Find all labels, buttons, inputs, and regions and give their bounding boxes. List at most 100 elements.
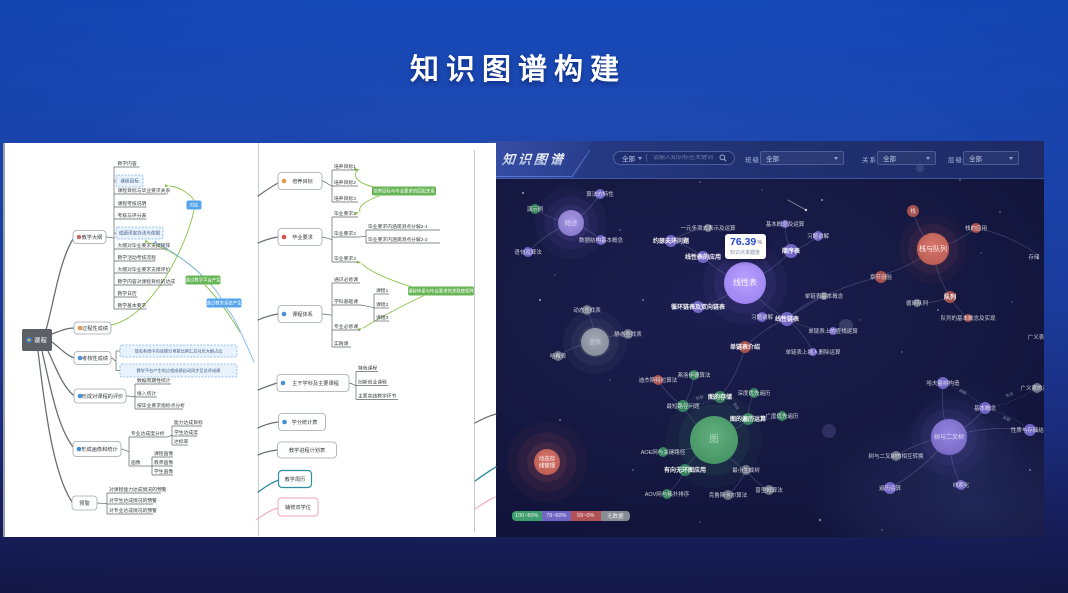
graph-node[interactable]: 栈与队列: [899, 215, 967, 283]
graph-node[interactable]: 静态查找表: [614, 329, 642, 339]
graph-node: 广义表: [1028, 333, 1044, 341]
graph-node[interactable]: 算法的特性: [586, 189, 614, 199]
search-input[interactable]: [647, 155, 719, 161]
graph-node[interactable]: 习题讲解: [807, 231, 830, 241]
mindmap-relation-tag: 对应: [186, 200, 202, 210]
graph-node[interactable]: 队列的基本概念及实现: [940, 314, 996, 322]
graph-node[interactable]: 动态查找表: [573, 305, 601, 315]
mindmap-branch-node: 学分统计表: [278, 413, 326, 431]
mindmap-subtopic-label: 课程画像: [154, 450, 173, 457]
graph-node[interactable]: 哈夫曼树构造: [926, 377, 960, 389]
mindmap-branch-node: 教学大纲: [72, 230, 107, 244]
chevron-down-icon: [834, 156, 838, 160]
graph-node-label: 习题讲解: [807, 232, 830, 240]
graph-node-label: 语句及算法: [514, 248, 542, 256]
graph-node[interactable]: 广度优先遍历: [765, 411, 799, 421]
graph-node[interactable]: 循环链表及双向链表: [671, 301, 726, 313]
graph-node[interactable]: 线性表: [703, 241, 787, 325]
graph-node[interactable]: 数据结构基本概念: [579, 235, 624, 245]
edge-relation-label: 包含: [1004, 390, 1014, 399]
graph-node[interactable]: 弗洛伊德算法: [677, 370, 711, 380]
filter-dropdown-class[interactable]: 全部: [760, 151, 844, 165]
graph-node[interactable]: 树与二叉树的相互转换: [868, 451, 924, 461]
graph-node[interactable]: 语句及算法: [514, 247, 542, 257]
mindmap-subtopic-label: 达标率: [174, 438, 189, 445]
graph-node[interactable]: 图的遍历运算: [730, 413, 766, 425]
mindmap-subtopic-label: 培养目标3: [334, 195, 356, 202]
graph-node[interactable]: 广义表的基本: [1020, 383, 1044, 393]
graph-node[interactable]: 循环队列: [906, 299, 929, 307]
graph-node[interactable]: 迪杰斯特拉算法: [639, 375, 678, 385]
search-scope-dropdown[interactable]: 全部: [614, 153, 646, 163]
legend-segment-red[interactable]: 59~0%: [571, 511, 601, 521]
mindmap-root-label: 课程: [34, 336, 47, 344]
graph-node[interactable]: 克鲁斯卡尔算法: [709, 490, 748, 500]
mindmap-highlighted-topic: 现有系统中的成绩分项按比例汇总对应大纲占比: [119, 344, 238, 358]
edge-relation-label: 关联: [695, 393, 704, 401]
graph-node-label: 顺序表: [782, 247, 801, 255]
graph-node[interactable]: 普里姆算法: [755, 485, 783, 495]
legend-segment-gray[interactable]: 无数据: [600, 511, 630, 521]
filter-label-class: 班级: [745, 157, 760, 164]
graph-node[interactable]: 基本概念及运算: [766, 220, 805, 228]
graph-node[interactable]: 深度优先遍历: [737, 388, 771, 398]
graph-node[interactable]: 最小生成树: [732, 465, 760, 475]
graph-node-label: 队列的基本概念及实现: [940, 314, 996, 322]
filter-dropdown-level[interactable]: 全部: [963, 151, 1019, 165]
graph-node[interactable]: 栈的应用: [965, 223, 987, 233]
graph-node[interactable]: 习题讲解: [751, 312, 774, 322]
graph-node[interactable]: 单链表上的查找运算: [808, 327, 858, 335]
graph-node[interactable]: 树与二叉树: [911, 399, 987, 475]
graph-node[interactable]: 队列: [944, 291, 956, 303]
graph-node-label: 演示例: [527, 205, 544, 213]
edge-relation-label: 关联: [1002, 414, 1012, 423]
graph-node-label: 迪杰斯特拉算法: [639, 376, 678, 384]
graph-node[interactable]: 单链表上插入删除运算: [785, 348, 841, 356]
graph-node[interactable]: 图的存储: [708, 391, 732, 403]
graph-node[interactable]: 线性表的应用: [685, 251, 721, 263]
filter-dropdown-relation[interactable]: 全部: [877, 151, 936, 165]
graph-node[interactable]: 图: [666, 392, 762, 488]
search-icon[interactable]: [719, 154, 727, 162]
graph-node[interactable]: 线索化: [953, 480, 970, 490]
graph-node-label: 储管理: [539, 462, 556, 470]
graph-node[interactable]: 演示例: [527, 204, 544, 214]
graph-node[interactable]: 顺序表: [782, 244, 801, 258]
graph-node[interactable]: 约瑟夫环问题: [653, 235, 690, 247]
mindmap-subtopic-label: 接入统计: [137, 390, 156, 397]
graph-node-label: 数据结构基本概念: [579, 236, 624, 244]
graph-node[interactable]: 单链表介绍: [730, 341, 760, 353]
graph-node[interactable]: 章节测验: [870, 271, 893, 283]
graph-node[interactable]: AOE网与关键路径: [641, 447, 686, 457]
graph-node-label: 广义表: [1028, 333, 1044, 341]
graph-node[interactable]: 遍历运算: [879, 482, 902, 494]
legend-segment-purple[interactable]: 79~60%: [541, 511, 571, 521]
legend-segment-green[interactable]: 100~80%: [512, 511, 542, 521]
graph-node[interactable]: 单链表基本概念: [805, 292, 844, 300]
graph-node[interactable]: 线性链表: [775, 312, 800, 326]
graph-node[interactable]: 有向无环图应用: [664, 464, 706, 476]
mindmap-subtopic-label: 画像: [131, 459, 141, 466]
graph-node[interactable]: 哈希表: [550, 351, 567, 361]
graph-node-label: 树与二叉树: [934, 433, 964, 441]
mindmap-highlighted-topic-label: 教学平台产生的过程成绩自动同步至总评成绩: [137, 367, 222, 374]
graph-node[interactable]: 最短路径问题: [666, 400, 700, 412]
graph-node[interactable]: 查找: [563, 310, 627, 374]
edge-relation-label: 包含: [732, 401, 742, 411]
graph-node-label: 单链表上的查找运算: [808, 327, 858, 335]
graph-node[interactable]: AOV网与拓扑排序: [645, 489, 690, 499]
graph-node-label: 普里姆算法: [755, 486, 783, 494]
mindmap-relation-tag-label: 培养目标与毕业要求的匹配关系: [373, 188, 435, 195]
mindmap-branch-node: 形成对课程的评价: [73, 388, 127, 404]
graph-node-label: 循环链表及双向链表: [671, 303, 726, 311]
graph-node[interactable]: 基本概念: [974, 402, 997, 414]
graph-node-label: 图的遍历运算: [730, 415, 766, 423]
graph-node[interactable]: 概述: [535, 187, 607, 259]
graph-node[interactable]: 栈: [907, 205, 919, 217]
graph-node[interactable]: 一元多项式表示及运算: [680, 224, 736, 232]
mindmap-branch-label: 考核性成绩: [82, 354, 108, 362]
graph-node[interactable]: 性质与存储结构: [1011, 424, 1044, 436]
knowledge-graph-panel: 知识图谱 全部 班级 全部 关系 全部: [488, 141, 1044, 537]
filter-value: 全部: [969, 156, 982, 163]
